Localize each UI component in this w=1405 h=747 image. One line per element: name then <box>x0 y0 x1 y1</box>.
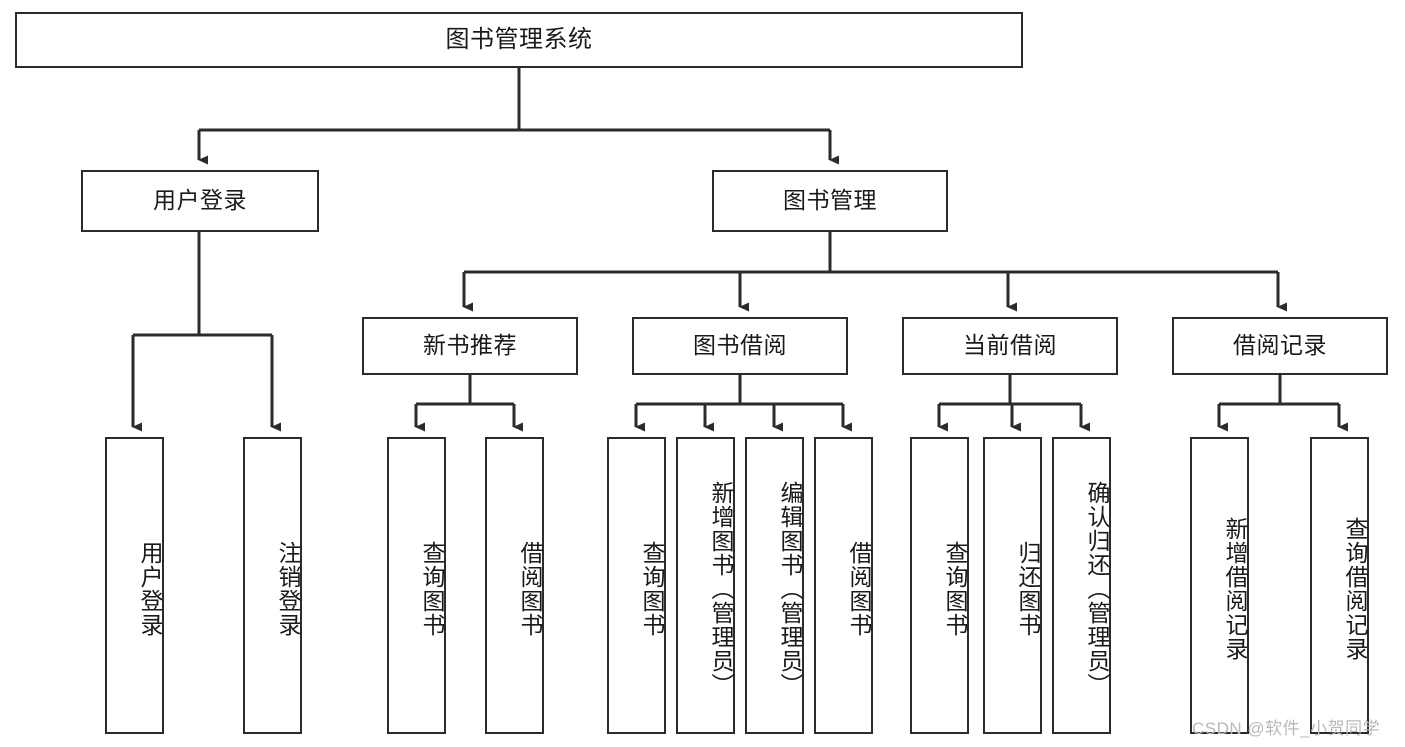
node-current-borrow-label: 当前借阅 <box>963 332 1057 359</box>
node-leaf-add-record-label: 新增借阅记录 <box>1222 516 1248 661</box>
node-leaf-user-logout[interactable]: 注销登录 <box>243 437 302 734</box>
node-leaf-borrow-book-rec[interactable]: 借阅图书 <box>485 437 544 734</box>
node-user-login[interactable]: 用户登录 <box>81 170 319 232</box>
node-leaf-query-book-cur[interactable]: 查询图书 <box>910 437 969 734</box>
node-root[interactable]: 图书管理系统 <box>15 12 1023 68</box>
node-leaf-confirm-return[interactable]: 确认归还（管理员） <box>1052 437 1111 734</box>
node-leaf-add-book[interactable]: 新增图书（管理员） <box>676 437 735 734</box>
node-leaf-query-record-label: 查询借阅记录 <box>1342 516 1368 661</box>
node-leaf-query-book-rec-label: 查询图书 <box>419 540 445 637</box>
csdn-watermark: CSDN @软件_小贺同学 <box>1192 719 1381 738</box>
node-new-book-recommend-label: 新书推荐 <box>423 332 517 359</box>
node-leaf-user-login[interactable]: 用户登录 <box>105 437 164 734</box>
node-leaf-add-book-label: 新增图书（管理员） <box>708 480 734 697</box>
node-leaf-user-login-label: 用户登录 <box>137 540 163 637</box>
node-book-manage[interactable]: 图书管理 <box>712 170 948 232</box>
node-leaf-query-book-cur-label: 查询图书 <box>942 540 968 637</box>
node-leaf-confirm-return-label: 确认归还（管理员） <box>1084 480 1110 697</box>
node-user-login-label: 用户登录 <box>153 187 247 214</box>
node-borrow-record-label: 借阅记录 <box>1233 332 1327 359</box>
node-leaf-return-book[interactable]: 归还图书 <box>983 437 1042 734</box>
node-borrow-record[interactable]: 借阅记录 <box>1172 317 1388 375</box>
node-leaf-query-book-borrow-label: 查询图书 <box>639 540 665 637</box>
node-leaf-add-record[interactable]: 新增借阅记录 <box>1190 437 1249 734</box>
node-leaf-borrow-book[interactable]: 借阅图书 <box>814 437 873 734</box>
node-leaf-query-record[interactable]: 查询借阅记录 <box>1310 437 1369 734</box>
node-leaf-return-book-label: 归还图书 <box>1015 540 1041 637</box>
node-current-borrow[interactable]: 当前借阅 <box>902 317 1118 375</box>
node-leaf-edit-book-label: 编辑图书（管理员） <box>777 480 803 697</box>
node-book-manage-label: 图书管理 <box>783 187 877 214</box>
node-leaf-borrow-book-label: 借阅图书 <box>846 540 872 637</box>
node-leaf-query-book-borrow[interactable]: 查询图书 <box>607 437 666 734</box>
node-leaf-user-logout-label: 注销登录 <box>275 540 301 637</box>
node-root-label: 图书管理系统 <box>445 25 593 53</box>
node-book-borrow-label: 图书借阅 <box>693 332 787 359</box>
node-leaf-borrow-book-rec-label: 借阅图书 <box>517 540 543 637</box>
node-leaf-query-book-rec[interactable]: 查询图书 <box>387 437 446 734</box>
node-book-borrow[interactable]: 图书借阅 <box>632 317 848 375</box>
node-new-book-recommend[interactable]: 新书推荐 <box>362 317 578 375</box>
node-leaf-edit-book[interactable]: 编辑图书（管理员） <box>745 437 804 734</box>
